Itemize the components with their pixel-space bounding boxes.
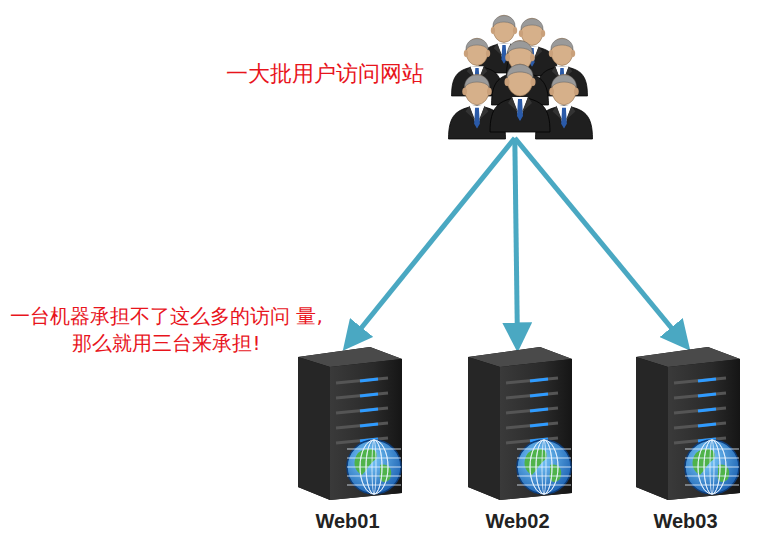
group-label: 一大批用户访问网站 — [226, 59, 424, 89]
server-label: Web03 — [653, 510, 717, 533]
server-illustration — [290, 345, 405, 500]
server-label: Web02 — [485, 510, 549, 533]
web-server: Web02 — [460, 345, 575, 500]
web-server: Web03 — [628, 345, 743, 500]
server-illustration — [628, 345, 743, 500]
server-label: Web01 — [315, 510, 379, 533]
note-text: 一台机器承担不了这么多的访问 量,那么就用三台来承担! — [4, 303, 329, 357]
web-server: Web01 — [290, 345, 405, 500]
request-arrow — [515, 138, 686, 345]
request-arrow — [515, 138, 518, 345]
server-illustration — [460, 345, 575, 500]
users-illustration — [432, 0, 612, 150]
user-group: 一大批用户访问网站 — [432, 0, 612, 150]
request-arrow — [348, 138, 515, 345]
